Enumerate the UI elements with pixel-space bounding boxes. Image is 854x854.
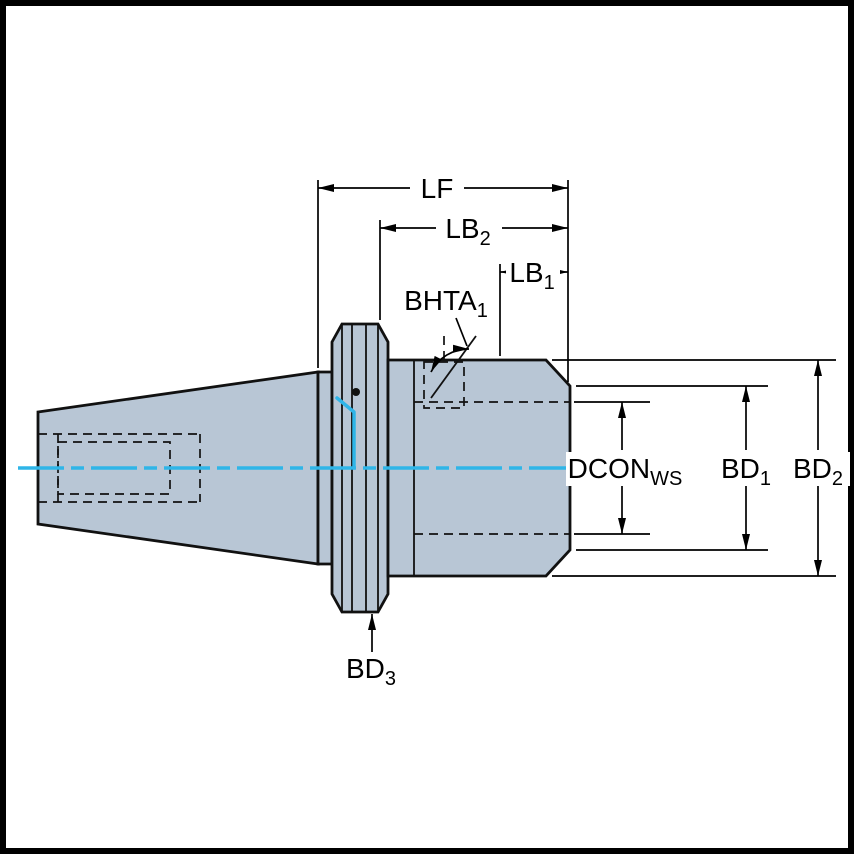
label-mask [506,256,560,288]
centerlines [18,396,574,470]
dim-label-bd3: BD3 [346,653,396,690]
dim-label-bd1: BD1 [721,453,771,490]
dim-label-bd2: BD2 [793,453,843,490]
orientation-dot [352,388,360,396]
dim-label-lf: LF [421,173,454,204]
leader-line-bhta1 [455,317,468,347]
dim-label-lb1: LB1 [509,257,554,294]
coolant-channel-line [335,396,356,470]
dim-label-dcon-ws: DCONWS [568,453,683,490]
dimension-labels: LF LB2 LB1 BHTA1 DCONWS BD1 BD2 BD3 [346,172,850,690]
label-mask [714,452,778,486]
label-mask [436,212,502,244]
angle-arc-bhta1 [430,344,470,373]
label-mask [410,172,464,204]
dim-label-lb2: LB2 [445,213,490,250]
dim-label-bhta1: BHTA1 [404,285,488,322]
flange [330,322,390,614]
label-mask [566,452,686,486]
dimension-lines [317,180,836,652]
label-mask [786,452,850,486]
